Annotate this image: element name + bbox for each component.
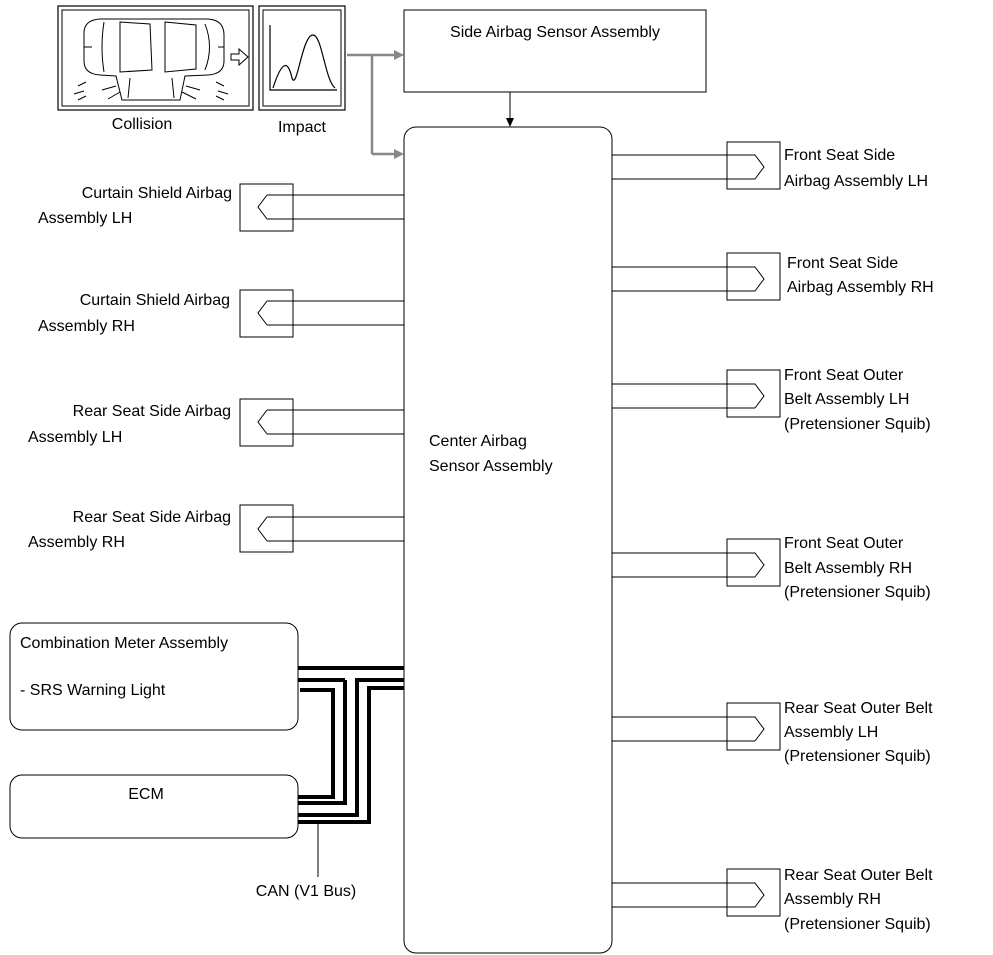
impact-signal-arrows xyxy=(347,53,395,156)
right-component-label: Belt Assembly RH xyxy=(784,560,912,577)
right-component-rear-belt-lh: Rear Seat Outer Belt Assembly LH (Preten… xyxy=(612,700,933,765)
collision-block: Collision xyxy=(57,5,254,133)
right-component-front-belt-rh: Front Seat Outer Belt Assembly RH (Prete… xyxy=(612,535,931,601)
right-component-label: (Pretensioner Squib) xyxy=(784,416,931,433)
meter-title: Combination Meter Assembly xyxy=(20,635,228,652)
left-component-curtain-rh: Curtain Shield Airbag Assembly RH xyxy=(38,289,404,338)
left-component-label: Rear Seat Side Airbag xyxy=(73,509,231,526)
right-component-label: Front Seat Outer xyxy=(784,535,904,552)
right-component-label: Assembly LH xyxy=(784,724,878,741)
right-component-label: (Pretensioner Squib) xyxy=(784,916,931,933)
ecm-label: ECM xyxy=(128,786,164,803)
left-component-label: Assembly RH xyxy=(28,534,125,551)
left-component-label: Curtain Shield Airbag xyxy=(82,185,232,202)
left-component-label: Assembly LH xyxy=(38,210,132,227)
left-component-label: Rear Seat Side Airbag xyxy=(73,403,231,420)
left-component-curtain-lh: Curtain Shield Airbag Assembly LH xyxy=(38,183,404,232)
right-component-label: Assembly RH xyxy=(784,891,881,908)
right-component-label: Front Seat Side xyxy=(784,147,895,164)
left-component-rear-side-lh: Rear Seat Side Airbag Assembly LH xyxy=(28,398,404,447)
car-crash-icon xyxy=(73,18,229,101)
impact-block: Impact xyxy=(258,5,346,136)
side-sensor-label: Side Airbag Sensor Assembly xyxy=(450,24,660,41)
right-component-label: Airbag Assembly LH xyxy=(784,173,928,190)
meter-item: - SRS Warning Light xyxy=(20,682,166,699)
combination-meter-box: Combination Meter Assembly - SRS Warning… xyxy=(9,622,299,731)
left-component-rear-side-rh: Rear Seat Side Airbag Assembly RH xyxy=(28,504,404,553)
left-component-label: Curtain Shield Airbag xyxy=(80,292,230,309)
right-component-label: (Pretensioner Squib) xyxy=(784,748,931,765)
squib-icon xyxy=(257,194,404,220)
squib-icon xyxy=(257,409,404,435)
right-component-front-side-rh: Front Seat Side Airbag Assembly RH xyxy=(612,252,934,301)
right-component-label: (Pretensioner Squib) xyxy=(784,584,931,601)
can-bus-wiring xyxy=(298,666,404,824)
impact-label: Impact xyxy=(278,119,327,136)
right-component-label: Airbag Assembly RH xyxy=(787,279,934,296)
right-component-label: Rear Seat Outer Belt xyxy=(784,700,933,717)
squib-icon xyxy=(257,300,404,326)
squib-icon xyxy=(257,516,404,542)
right-component-front-side-lh: Front Seat Side Airbag Assembly LH xyxy=(612,141,928,190)
right-component-label: Belt Assembly LH xyxy=(784,391,909,408)
ecm-box: ECM xyxy=(9,774,299,839)
collision-label: Collision xyxy=(112,116,172,133)
can-bus-label: CAN (V1 Bus) xyxy=(256,883,356,900)
right-component-label: Rear Seat Outer Belt xyxy=(784,867,933,884)
right-component-label: Front Seat Side xyxy=(787,255,898,272)
hollow-arrow-icon xyxy=(230,47,249,67)
center-label-line2: Sensor Assembly xyxy=(429,458,553,475)
left-component-label: Assembly LH xyxy=(28,429,122,446)
right-component-label: Front Seat Outer xyxy=(784,367,904,384)
left-component-label: Assembly RH xyxy=(38,318,135,335)
right-component-rear-belt-rh: Rear Seat Outer Belt Assembly RH (Preten… xyxy=(612,867,933,933)
impact-waveform-icon xyxy=(269,25,337,91)
side-airbag-sensor-box: Side Airbag Sensor Assembly xyxy=(403,9,707,93)
right-component-front-belt-lh: Front Seat Outer Belt Assembly LH (Prete… xyxy=(612,367,931,433)
center-label-line1: Center Airbag xyxy=(429,433,527,450)
center-airbag-sensor-box: Center Airbag Sensor Assembly xyxy=(403,126,613,954)
